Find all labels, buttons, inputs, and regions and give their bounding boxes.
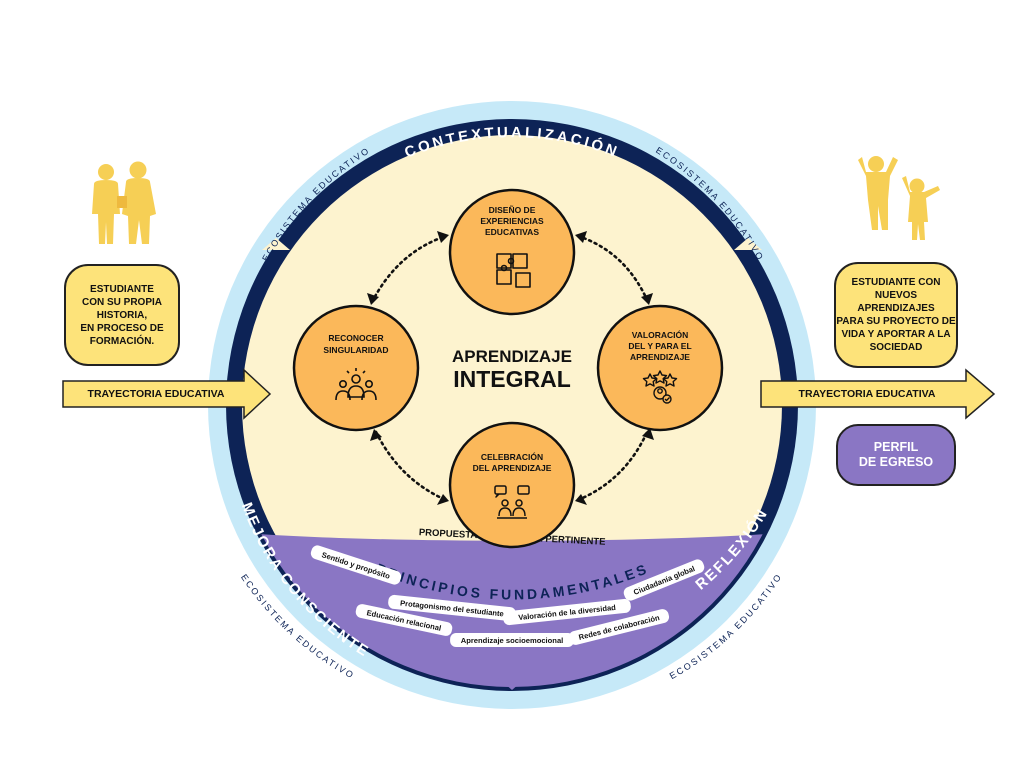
ring-notch-left <box>262 238 290 250</box>
star-rating-person-icon <box>642 370 678 404</box>
connector-top-left <box>370 234 448 304</box>
arrow-shape <box>760 368 996 420</box>
ring-notch-right <box>734 238 762 250</box>
trajectory-arrow-right: TRAYECTORIA EDUCATIVA <box>760 368 996 420</box>
connector-bottom-right <box>576 428 650 502</box>
node-right-label-3: APRENDIZAJE <box>630 352 690 362</box>
node-top <box>448 188 576 316</box>
arrowhead <box>367 293 379 305</box>
node-bottom-label-2: DEL APRENDIZAJE <box>473 463 552 473</box>
node-bottom <box>448 421 576 549</box>
center-title-line1: APRENDIZAJE <box>452 347 572 366</box>
arrowhead <box>437 231 449 243</box>
celebrating-people-icon <box>858 156 940 240</box>
principle-chip-bg <box>355 604 453 636</box>
conversation-icon <box>494 485 530 519</box>
arrowhead <box>370 429 382 441</box>
arrowhead <box>437 494 449 505</box>
connector-top-right <box>576 234 650 304</box>
two-people-icon <box>92 161 156 244</box>
principle-chip-bg <box>388 594 516 622</box>
node-bottom-label-1: CELEBRACIÓN <box>481 451 543 462</box>
puzzle-icon <box>496 253 531 288</box>
principle-chip-bg <box>450 633 574 647</box>
principle-chip-bg <box>623 559 705 601</box>
principle-chip-bg <box>568 609 670 645</box>
node-left-label-1: RECONOCER <box>328 333 383 343</box>
trajectory-arrow-left: TRAYECTORIA EDUCATIVA <box>62 368 272 420</box>
node-right <box>596 304 724 432</box>
student-start-box: ESTUDIANTE CON SU PROPIA HISTORIA, EN PR… <box>64 264 180 366</box>
node-top-label-3: EDUCATIVAS <box>485 227 539 237</box>
center-title-line2: INTEGRAL <box>453 366 571 392</box>
arrow-shape <box>62 368 272 420</box>
trajectory-arrow-right-label: TRAYECTORIA EDUCATIVA <box>798 388 936 400</box>
node-right-label-1: VALORACIÓN <box>632 329 689 340</box>
arrowhead <box>575 231 587 243</box>
trajectory-arrow-left-label: TRAYECTORIA EDUCATIVA <box>87 388 225 400</box>
principle-chip-bg <box>503 598 631 626</box>
graduate-profile-badge: PERFIL DE EGRESO <box>836 424 956 486</box>
connector-arrowheads <box>367 231 654 505</box>
arrowhead <box>642 428 654 440</box>
connector-bottom-left <box>374 430 448 502</box>
node-right-label-2: DEL Y PARA EL <box>628 341 691 351</box>
principle-chip-bg <box>310 545 402 585</box>
arrowhead <box>575 494 587 505</box>
node-left-label-2: SINGULARIDAD <box>323 345 388 355</box>
principle-chip: Aprendizaje socioemocional <box>450 633 574 647</box>
ring-notch-bottom <box>496 664 528 690</box>
student-end-box: ESTUDIANTE CON NUEVOS APRENDIZAJES PARA … <box>834 262 958 368</box>
connectors <box>370 234 650 502</box>
principle-chip-label: Aprendizaje socioemocional <box>461 636 564 645</box>
node-top-label-2: EXPERIENCIAS <box>480 216 544 226</box>
node-top-label-1: DISEÑO DE <box>489 205 536 215</box>
arrowhead <box>641 293 653 305</box>
group-icon <box>335 368 377 401</box>
